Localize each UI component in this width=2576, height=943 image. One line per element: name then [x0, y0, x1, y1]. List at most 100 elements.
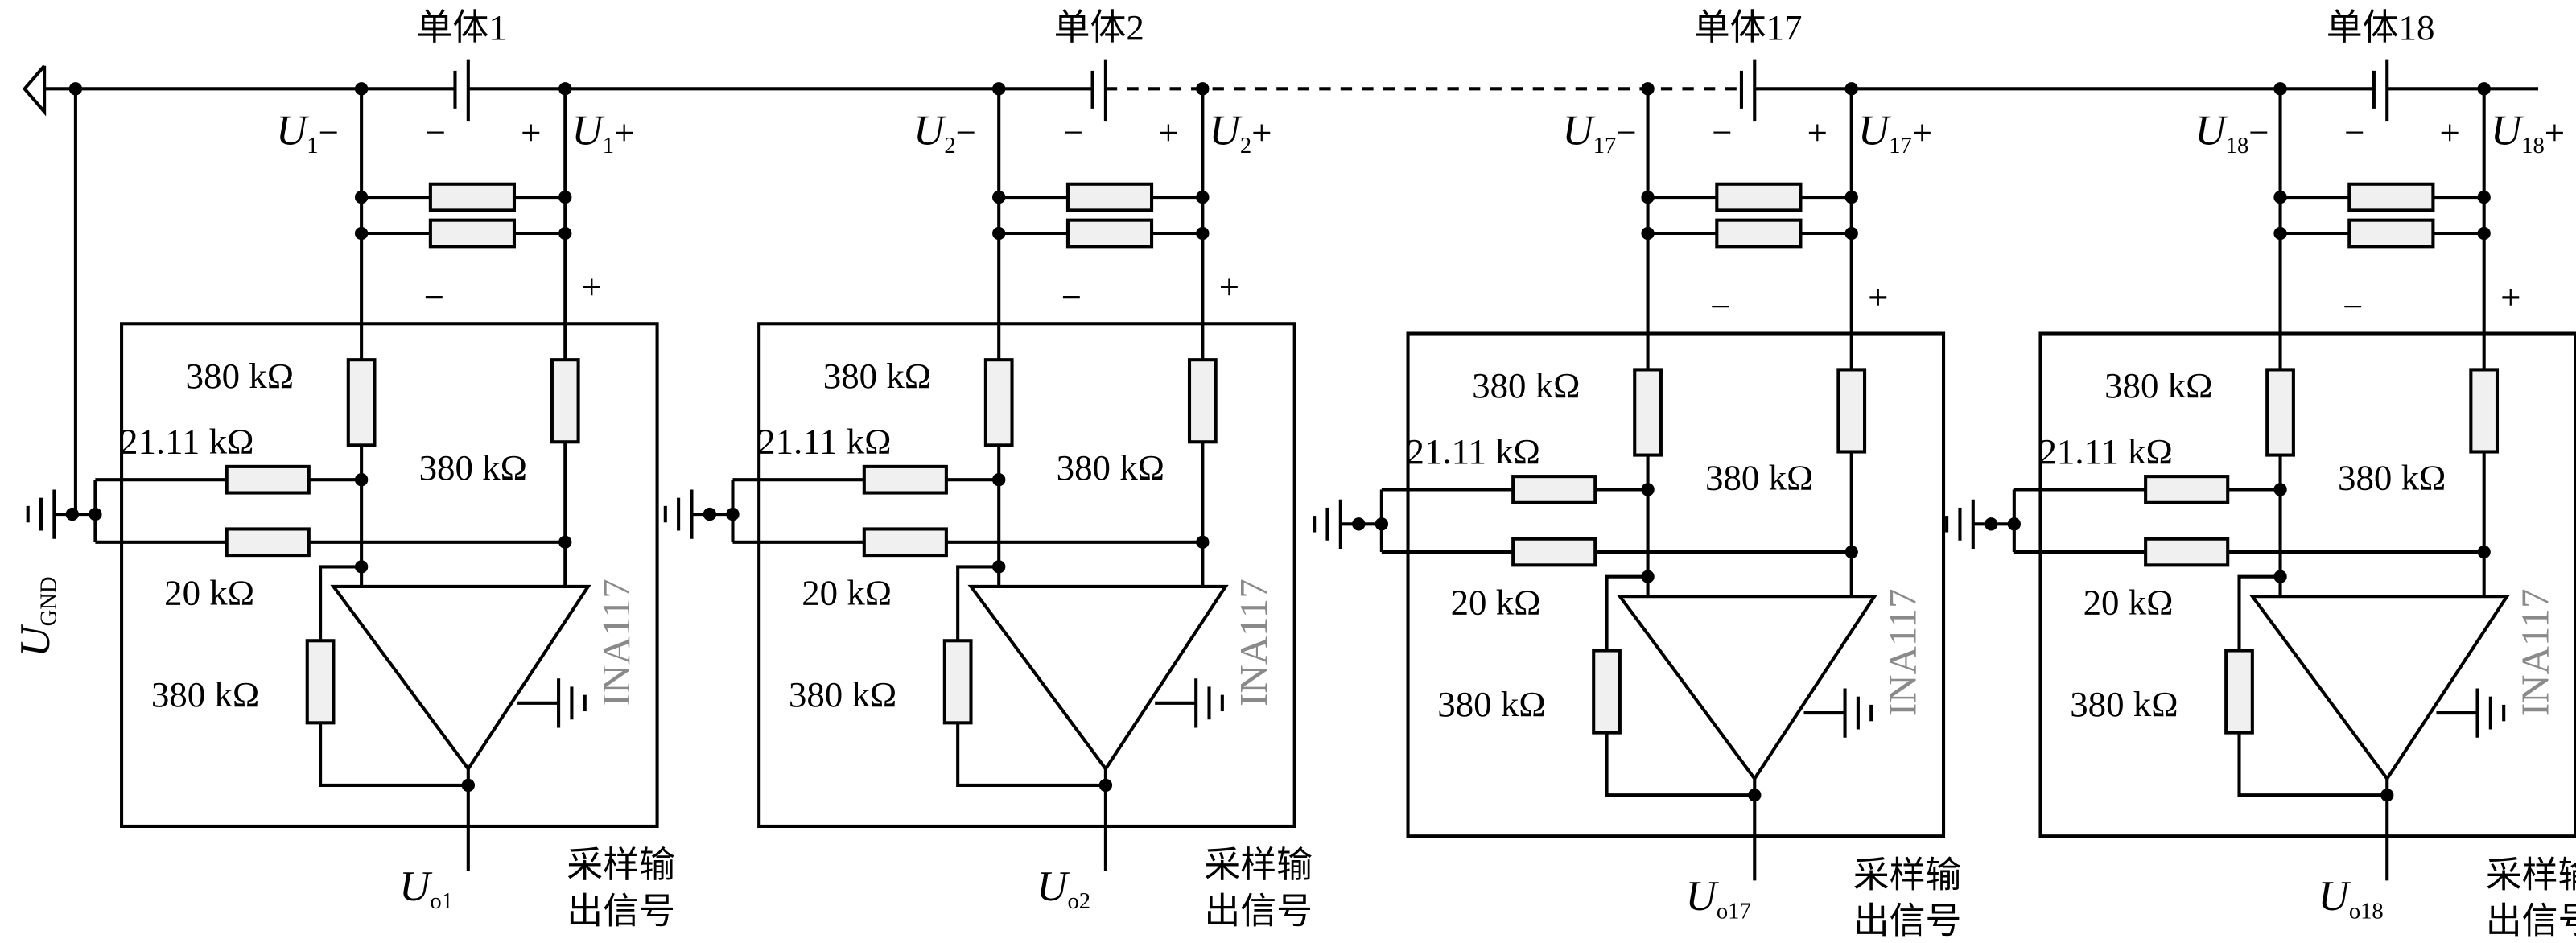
battery-minus-sign: − — [2344, 113, 2364, 153]
ina117-chip-box — [2038, 331, 2576, 838]
battery-cell-icon — [1739, 59, 1757, 122]
sign: − — [319, 113, 339, 153]
junction-dot — [558, 226, 572, 241]
battery-plus-sign: + — [1158, 113, 1178, 153]
resistor-label-reference: 20 kΩ — [802, 572, 892, 612]
ground-icon — [557, 678, 587, 728]
output-label-subscript: o2 — [1067, 889, 1090, 914]
input-plus-sign: + — [582, 267, 602, 307]
node-negative-label-symbol: U — [1562, 108, 1596, 154]
balance-resistor — [428, 218, 517, 249]
junction-dot — [1641, 226, 1655, 241]
node-positive-label-subscript: 18 — [2521, 134, 2545, 159]
resistor-label-feedback: 380 kΩ — [2070, 684, 2178, 724]
gain-resistor — [1511, 475, 1597, 504]
input-resistor-right — [2469, 368, 2500, 454]
node-positive-label-subscript: 17 — [1889, 134, 1912, 159]
sign: + — [1251, 113, 1272, 153]
input-plus-sign: + — [2500, 277, 2520, 317]
node-positive-label: U17+ — [1858, 108, 1932, 159]
balance-resistor — [1715, 218, 1803, 249]
junction-dot — [1196, 190, 1210, 204]
gain-resistor — [862, 464, 948, 495]
resistor-label-upper-left: 380 kΩ — [823, 356, 931, 396]
output-label-symbol: U — [399, 863, 433, 910]
chip-label: INA117 — [1231, 579, 1276, 706]
junction-dot — [2380, 789, 2394, 802]
output-label-symbol: U — [1037, 863, 1070, 910]
junction-dot — [354, 190, 369, 204]
junction-dot — [992, 82, 1006, 96]
input-resistor-right — [1187, 358, 1218, 444]
reference-resistor — [2144, 537, 2230, 567]
resistor-label-feedback: 380 kΩ — [1437, 684, 1545, 724]
resistor-label-gain: 21.11 kΩ — [1406, 431, 1539, 472]
wire — [1605, 574, 1648, 651]
resistor-label-upper-right: 380 kΩ — [1705, 457, 1813, 497]
junction-dot — [1844, 190, 1858, 204]
junction-dot — [2273, 226, 2287, 241]
input-minus-sign: − — [2343, 286, 2363, 327]
chip-label: INA117 — [2512, 588, 2557, 716]
chip-label: INA117 — [594, 579, 638, 706]
junction-dot — [1641, 190, 1655, 204]
node-positive-label-symbol: U — [571, 108, 605, 154]
resistor-label-upper-right: 380 kΩ — [2338, 457, 2446, 497]
junction-dot — [2477, 545, 2491, 559]
amplifier-icon — [330, 584, 591, 772]
junction-dot — [558, 190, 572, 204]
wire — [956, 565, 999, 641]
input-resistor-left — [2265, 368, 2295, 457]
junction-dot — [992, 226, 1006, 241]
node-negative-label: U17− — [1562, 108, 1636, 159]
sign: − — [956, 113, 976, 153]
input-plus-sign: + — [1868, 277, 1888, 317]
input-resistor-right — [550, 358, 580, 444]
output-caption-line1: 采样输 — [2486, 854, 2576, 895]
wire — [319, 565, 362, 641]
ground-icon — [2475, 688, 2506, 738]
output-caption-line2: 出信号 — [1204, 891, 1313, 931]
junction-dot — [1844, 82, 1858, 96]
resistor-label-gain: 21.11 kΩ — [2038, 431, 2172, 472]
junction-dot — [1844, 545, 1858, 559]
balance-resistor — [2347, 182, 2435, 212]
junction-dot — [2477, 82, 2491, 96]
ground-icon — [26, 489, 56, 539]
input-resistor-left — [346, 358, 377, 447]
output-label: Uo2 — [1037, 863, 1090, 914]
input-minus-sign: − — [424, 277, 444, 317]
battery-plus-sign: + — [2440, 113, 2460, 153]
balance-resistor — [1065, 218, 1154, 249]
cell-name-label: 单体2 — [1054, 7, 1144, 47]
battery-minus-sign: − — [1063, 113, 1083, 153]
junction-dot — [1352, 517, 1366, 531]
input-resistor-right — [1836, 368, 1867, 454]
resistor-label-feedback: 380 kΩ — [789, 674, 896, 714]
battery-cell-icon — [1090, 59, 1107, 122]
junction-dot — [1196, 82, 1210, 96]
junction-dot — [1196, 535, 1210, 549]
ina117-chip-box — [120, 322, 659, 828]
node-negative-label: U2− — [913, 108, 976, 159]
output-caption-line1: 采样输 — [567, 845, 675, 885]
junction-dot — [558, 82, 572, 96]
junction-dot — [1985, 517, 1998, 531]
junction-dot — [2477, 226, 2491, 241]
junction-dot — [2273, 190, 2287, 204]
reference-resistor — [862, 527, 948, 558]
amplifier-icon — [967, 584, 1229, 772]
balance-resistor — [428, 182, 517, 212]
node-negative-label: U18− — [2195, 108, 2269, 159]
feedback-resistor — [305, 639, 336, 725]
amplifier-icon — [1616, 595, 1878, 782]
ina117-chip-box — [1406, 331, 1946, 838]
junction-dot — [992, 190, 1006, 204]
output-label-symbol: U — [2318, 873, 2351, 920]
balance-resistor — [1065, 182, 1154, 212]
resistor-label-feedback: 380 kΩ — [151, 674, 259, 714]
node-positive-label-subscript: 1 — [603, 134, 614, 159]
